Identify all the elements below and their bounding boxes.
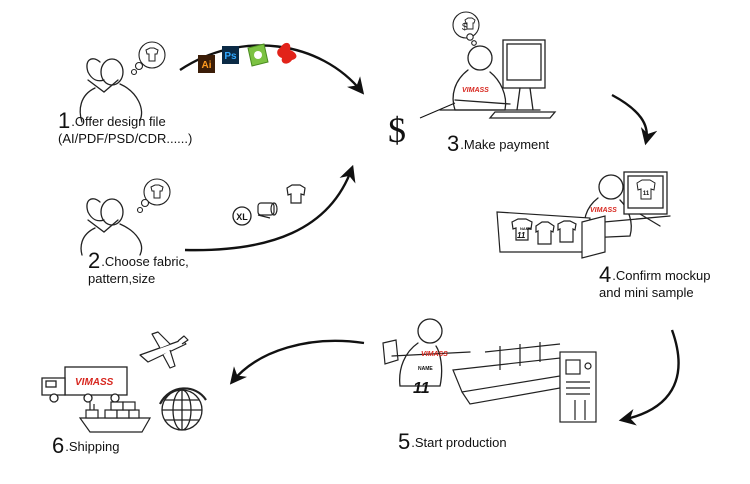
dollar-icon: $ xyxy=(388,110,406,150)
step-6-number: 6 xyxy=(52,433,65,458)
cdr-file-icon xyxy=(247,43,269,67)
step-2-title: .Choose fabric, xyxy=(101,254,189,269)
svg-text:$: $ xyxy=(462,22,468,33)
step-4-subtitle: and mini sample xyxy=(599,285,694,300)
arrow-step2-to-step3 xyxy=(184,164,356,252)
truck-icon xyxy=(41,366,128,403)
arrow-step5-to-step6 xyxy=(229,339,365,385)
globe-icon xyxy=(159,387,207,431)
svg-text:Ps: Ps xyxy=(224,51,237,62)
fabric-roll-icon xyxy=(257,202,278,219)
step-4-label: 4.Confirm mockup and mini sample xyxy=(599,264,711,301)
size-xl-icon: XL xyxy=(232,206,252,226)
thought-bubble-2 xyxy=(136,178,171,214)
step-5-title: .Start production xyxy=(411,435,507,450)
brand-logo-4: VIMASS xyxy=(590,207,617,214)
tshirt-icon xyxy=(286,184,306,204)
thinking-person-figure-2 xyxy=(80,198,143,256)
step-1-subtitle: (AI/PDF/PSD/CDR......) xyxy=(58,131,193,146)
step-2-label: 2.Choose fabric, pattern,size xyxy=(88,250,189,287)
brand-logo-truck: VIMASS xyxy=(75,377,114,388)
svg-text:11: 11 xyxy=(643,191,650,197)
brand-logo-3: VIMASS xyxy=(462,87,489,94)
cargo-ship-icon xyxy=(78,401,152,433)
press-jersey-name: NAME xyxy=(418,366,433,372)
step-4-title: .Confirm mockup xyxy=(612,268,711,283)
svg-text:Ai: Ai xyxy=(202,60,212,71)
airplane-icon xyxy=(139,331,189,369)
payment-thought-bubble: $ xyxy=(452,11,480,46)
step-2-number: 2 xyxy=(88,248,101,273)
jersey-number-label: 11 xyxy=(517,231,526,240)
step-1-title: .Offer design file xyxy=(71,114,166,129)
step-6-title: .Shipping xyxy=(65,439,120,454)
svg-text:XL: XL xyxy=(236,212,248,222)
production-worker xyxy=(391,318,471,387)
step-5-label: 5.Start production xyxy=(398,431,507,453)
sample-box xyxy=(581,215,606,259)
step-3-label: 3.Make payment xyxy=(447,133,550,155)
mockup-board xyxy=(496,211,591,253)
brand-logo-5: VIMASS xyxy=(421,351,448,358)
step-1-label: 1.Offer design file (AI/PDF/PSD/CDR.....… xyxy=(58,110,193,147)
person-at-computer-3 xyxy=(439,39,557,119)
step-4-number: 4 xyxy=(599,262,612,287)
heat-press-machine xyxy=(382,339,597,423)
thought-bubble-1 xyxy=(130,41,166,76)
pdf-file-icon xyxy=(277,42,297,64)
ps-file-icon: Ps xyxy=(222,46,239,64)
arrow-step3-to-step4 xyxy=(611,93,658,146)
jersey-name-label: NAME xyxy=(520,226,532,231)
payment-pointer-line xyxy=(419,102,456,119)
step-6-label: 6.Shipping xyxy=(52,435,120,457)
step-3-number: 3 xyxy=(447,131,460,156)
monitor-tshirt-icon: 11 xyxy=(636,179,656,200)
step-5-number: 5 xyxy=(398,429,411,454)
thinking-person-figure-1 xyxy=(79,58,143,123)
step-3-title: .Make payment xyxy=(460,137,550,152)
arrow-step4-to-step5 xyxy=(618,329,680,426)
ai-file-icon: Ai xyxy=(198,55,215,73)
step-2-subtitle: pattern,size xyxy=(88,271,156,286)
step-1-number: 1 xyxy=(58,108,71,133)
press-jersey-number: 11 xyxy=(413,380,430,397)
